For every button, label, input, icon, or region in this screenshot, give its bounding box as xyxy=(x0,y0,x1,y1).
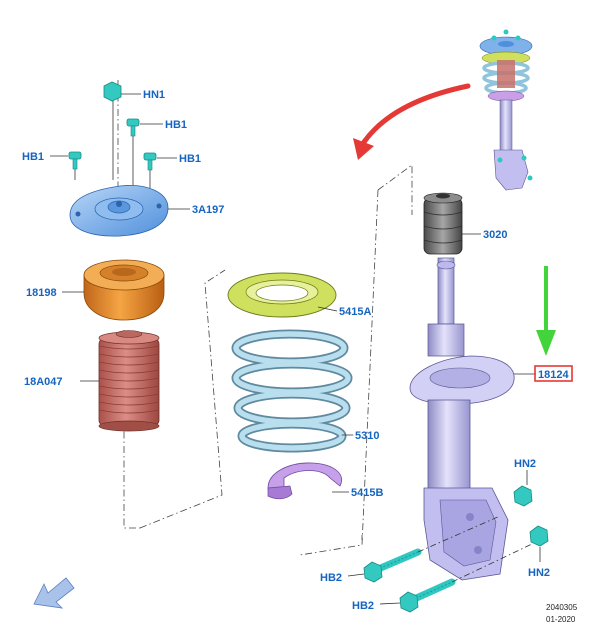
label-hn1: HN1 xyxy=(143,89,165,101)
label-hb1-right-upper: HB1 xyxy=(165,119,187,131)
green-down-arrow-icon xyxy=(536,266,556,356)
bolt-hb2-upper xyxy=(347,515,501,583)
assembly-outline-left xyxy=(117,80,226,529)
upper-mount-3a197 xyxy=(69,185,190,237)
nut-hn2-lower xyxy=(529,525,549,562)
label-hb2-lower: HB2 xyxy=(352,600,374,612)
front-direction-arrow-icon xyxy=(33,577,75,609)
label-5415b: 5415B xyxy=(351,487,383,499)
bearing-18198 xyxy=(62,259,165,321)
label-hb1-left: HB1 xyxy=(22,151,44,163)
nut-hn2-upper xyxy=(513,470,533,507)
bolt-hb2-lower xyxy=(379,543,533,613)
label-18198: 18198 xyxy=(26,287,57,299)
drawing-number: 2040305 xyxy=(546,603,578,612)
label-3020: 3020 xyxy=(483,229,507,241)
upper-isolator-5415a xyxy=(227,272,338,318)
label-18124: 18124 xyxy=(538,369,569,381)
label-5310: 5310 xyxy=(355,430,379,442)
drawing-date: 01-2020 xyxy=(546,615,576,624)
bump-stop-3020 xyxy=(423,192,481,255)
label-hn2-lower: HN2 xyxy=(528,567,550,579)
label-hb1-right-lower: HB1 xyxy=(179,153,201,165)
highlight-box-18124 xyxy=(534,365,573,382)
label-hn2-upper: HN2 xyxy=(514,458,536,470)
nut-hn1 xyxy=(103,81,141,180)
red-curved-arrow-icon xyxy=(353,83,471,160)
dust-boot-18a047 xyxy=(80,330,160,432)
coil-spring-5310 xyxy=(231,329,354,453)
strut-18124 xyxy=(409,257,536,581)
assembly-outline-right xyxy=(299,164,413,556)
lower-isolator-5415b xyxy=(267,462,349,500)
reference-assembly-thumbnail xyxy=(479,29,533,191)
label-hb2-upper: HB2 xyxy=(320,572,342,584)
label-18a047: 18A047 xyxy=(24,376,63,388)
bolt-hb1-left xyxy=(50,151,82,180)
label-3a197: 3A197 xyxy=(192,204,224,216)
label-5415a: 5415A xyxy=(339,306,371,318)
